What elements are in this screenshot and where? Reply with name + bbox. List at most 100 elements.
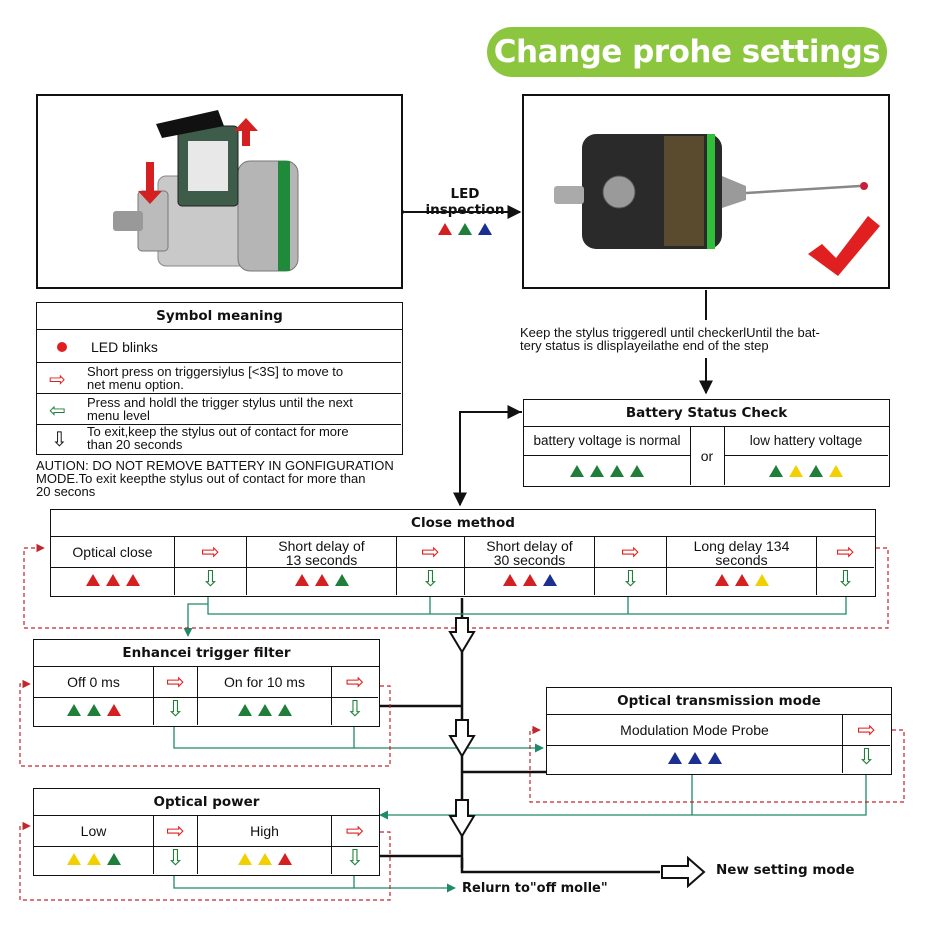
close-method-header: Close method	[51, 510, 875, 537]
filter-next-cell: ⇨ ⇩	[154, 667, 198, 725]
green-triangle-icon	[106, 853, 121, 865]
green-down-arrow-icon[interactable]: ⇩	[166, 845, 185, 870]
red-triangle-icon	[294, 574, 309, 586]
transmission-option-label: Modulation Mode Probe	[620, 722, 769, 738]
trigger-filter-box: Enhancei trigger filter Off 0 ms ⇨ ⇩ On …	[33, 639, 380, 727]
red-right-arrow-icon[interactable]: ⇨	[857, 717, 876, 742]
red-dot-icon	[57, 342, 67, 352]
green-triangle-icon	[809, 465, 823, 477]
row-divider	[34, 846, 378, 847]
power-option-high: High	[198, 816, 332, 874]
close-option-30s: Short delay of 30 seconds	[465, 537, 595, 595]
green-triangle-icon	[66, 704, 81, 716]
optical-power-box: Optical power Low ⇨ ⇩ High ⇨ ⇩	[33, 788, 380, 876]
green-triangle-icon	[277, 704, 292, 716]
battery-normal-cell: battery voltage is normal	[524, 427, 691, 485]
transmission-option-modulation: Modulation Mode Probe	[547, 715, 843, 773]
close-next-cell: ⇨ ⇩	[397, 537, 465, 595]
page-title: Change prohe settings	[487, 27, 887, 77]
red-triangle-icon	[522, 574, 537, 586]
green-triangle-icon	[590, 465, 604, 477]
close-option-label: Long delay 134 seconds	[693, 538, 790, 568]
yellow-triangle-icon	[754, 574, 769, 586]
red-right-arrow-icon[interactable]: ⇨	[166, 669, 185, 694]
red-right-arrow-icon[interactable]: ⇨	[621, 539, 640, 564]
green-down-arrow-icon[interactable]: ⇩	[345, 845, 365, 870]
close-option-label: Optical close	[72, 544, 153, 560]
caution-text: AUTION: DO NOT REMOVE BATTERY IN GONFIGU…	[36, 458, 394, 499]
blue-triangle-icon	[478, 223, 492, 235]
green-down-arrow-icon[interactable]: ⇩	[857, 744, 876, 769]
optical-transmission-header: Optical transmission mode	[547, 688, 891, 715]
blue-triangle-icon	[707, 752, 722, 764]
green-triangle-icon	[630, 465, 644, 477]
optical-power-header: Optical power	[34, 789, 379, 816]
row-divider	[547, 745, 890, 746]
symbol-row-exit: ⇩ To exit,keep the stylus out of contact…	[37, 425, 401, 453]
black-down-arrow-icon: ⇩	[51, 429, 68, 451]
battery-low-label: low hattery voltage	[724, 427, 888, 456]
probe-battery-illustration	[113, 110, 299, 272]
probe-stylus-illustration	[554, 134, 868, 249]
red-triangle-icon	[277, 853, 292, 865]
close-next-cell: ⇨ ⇩	[175, 537, 247, 595]
checkmark-icon	[808, 216, 880, 276]
yellow-triangle-icon	[789, 465, 803, 477]
red-triangle-icon	[106, 704, 121, 716]
yellow-triangle-icon	[829, 465, 843, 477]
row-divider	[51, 567, 874, 568]
blue-triangle-icon	[667, 752, 682, 764]
green-down-arrow-icon[interactable]: ⇩	[345, 696, 365, 721]
trigger-filter-header: Enhancei trigger filter	[34, 640, 379, 667]
probe-stylus-photo	[522, 94, 890, 289]
green-down-arrow-icon[interactable]: ⇩	[166, 696, 185, 721]
red-triangle-icon	[502, 574, 517, 586]
green-down-arrow-icon[interactable]: ⇩	[621, 566, 640, 591]
symbol-exit-text: To exit,keep the stylus out of contact f…	[87, 424, 349, 452]
filter-option-on: On for 10 ms	[198, 667, 332, 725]
green-down-arrow-icon[interactable]: ⇩	[836, 566, 855, 591]
green-down-arrow-icon[interactable]: ⇩	[421, 566, 440, 591]
filter-option-off: Off 0 ms	[34, 667, 154, 725]
battery-normal-label: battery voltage is normal	[524, 427, 690, 456]
red-right-arrow-icon[interactable]: ⇨	[166, 818, 185, 843]
yellow-triangle-icon	[257, 853, 272, 865]
close-option-134s: Long delay 134 seconds	[667, 537, 817, 595]
red-triangle-icon	[714, 574, 729, 586]
red-right-arrow-icon[interactable]: ⇨	[345, 818, 365, 843]
green-triangle-icon	[458, 223, 472, 235]
yellow-triangle-icon	[86, 853, 101, 865]
red-triangle-icon	[314, 574, 329, 586]
green-triangle-icon	[610, 465, 624, 477]
symbol-short-press-text: Short press on triggersiylus [<3S] to mo…	[87, 364, 344, 392]
green-triangle-icon	[769, 465, 783, 477]
green-down-arrow-icon[interactable]: ⇩	[201, 566, 220, 591]
blue-triangle-icon	[687, 752, 702, 764]
power-next-cell: ⇨ ⇩	[332, 816, 378, 874]
yellow-triangle-icon	[237, 853, 252, 865]
new-setting-mode-label: New setting mode	[716, 862, 855, 878]
green-left-arrow-icon: ⇦	[49, 400, 66, 422]
optical-transmission-box: Optical transmission mode Modulation Mod…	[546, 687, 892, 775]
red-right-arrow-icon[interactable]: ⇨	[836, 539, 855, 564]
led-inspection-triangles	[430, 222, 500, 240]
red-right-arrow-icon[interactable]: ⇨	[421, 539, 440, 564]
filter-option-label: Off 0 ms	[67, 674, 120, 690]
symbol-row-hold: ⇦ Press and holdl the trigger stylus unt…	[37, 394, 401, 425]
close-method-box: Close method Optical close ⇨ ⇩ Short del…	[50, 509, 876, 597]
symbol-meaning-box: Symbol meaning LED blinks ⇨ Short press …	[36, 302, 403, 455]
close-next-cell: ⇨ ⇩	[595, 537, 667, 595]
red-triangle-icon	[85, 574, 100, 586]
yellow-triangle-icon	[66, 853, 81, 865]
green-triangle-icon	[86, 704, 101, 716]
battery-normal-triangles	[524, 456, 690, 482]
close-option-optical: Optical close	[51, 537, 175, 595]
close-option-13s: Short delay of 13 seconds	[247, 537, 397, 595]
battery-low-cell: low hattery voltage	[724, 427, 888, 485]
symbol-row-short-press: ⇨ Short press on triggersiylus [<3S] to …	[37, 363, 401, 394]
green-triangle-icon	[237, 704, 252, 716]
power-option-label: Low	[80, 823, 107, 839]
symbol-led-text: LED blinks	[91, 339, 158, 355]
red-right-arrow-icon[interactable]: ⇨	[345, 669, 365, 694]
red-right-arrow-icon[interactable]: ⇨	[201, 539, 220, 564]
